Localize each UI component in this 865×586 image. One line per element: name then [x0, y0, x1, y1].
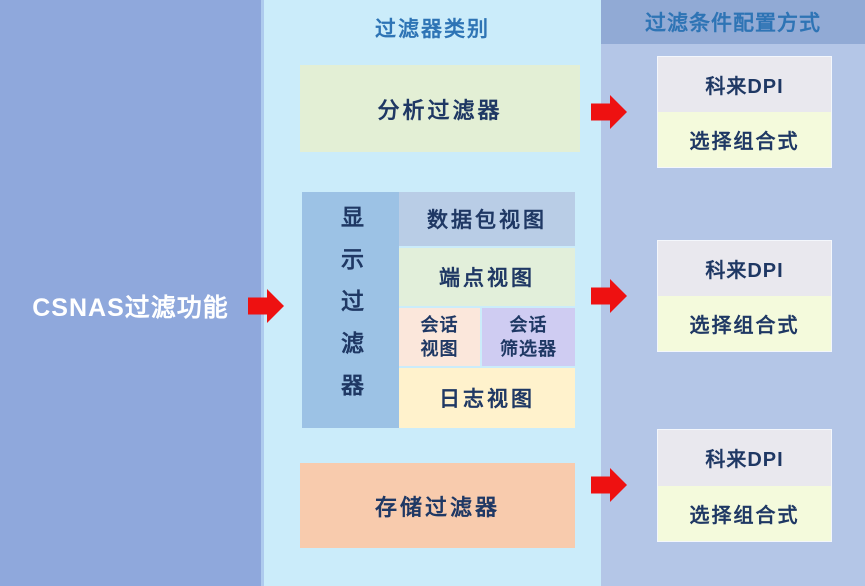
red-arrow-storage-icon	[591, 468, 627, 502]
filter-category-panel: 过滤器类别 分析过滤器 显示过滤器 数据包视图 端点视图 会话 视图 会话 筛选…	[264, 0, 601, 586]
display-filter-group: 显示过滤器 数据包视图 端点视图 会话 视图 会话 筛选器 日志视图	[302, 192, 575, 428]
endpoint-view-box: 端点视图	[399, 248, 575, 306]
combo-select-cell: 选择组合式	[658, 112, 831, 167]
config-box-storage: 科来DPI 选择组合式	[657, 429, 832, 542]
kelai-dpi-cell: 科来DPI	[658, 241, 831, 296]
session-view-box: 会话 视图	[399, 308, 480, 366]
display-filter-views: 数据包视图 端点视图 会话 视图 会话 筛选器 日志视图	[399, 192, 575, 428]
red-arrow-main-icon	[248, 289, 284, 323]
packet-view-box: 数据包视图	[399, 192, 575, 246]
red-arrow-analysis-icon	[591, 95, 627, 129]
filter-category-header: 过滤器类别	[375, 18, 490, 41]
combo-select-cell: 选择组合式	[658, 296, 831, 351]
kelai-dpi-cell: 科来DPI	[658, 430, 831, 486]
config-method-panel: 过滤条件配置方式 科来DPI 选择组合式 科来DPI 选择组合式 科来DPI 选…	[601, 0, 865, 586]
config-method-header: 过滤条件配置方式	[645, 12, 821, 35]
analysis-filter-box: 分析过滤器	[300, 65, 580, 152]
config-method-header-band: 过滤条件配置方式	[601, 0, 865, 44]
config-box-display: 科来DPI 选择组合式	[657, 240, 832, 352]
config-box-analysis: 科来DPI 选择组合式	[657, 56, 832, 168]
kelai-dpi-cell: 科来DPI	[658, 57, 831, 112]
combo-select-cell: 选择组合式	[658, 485, 831, 541]
log-view-box: 日志视图	[399, 368, 575, 428]
column-divider	[261, 0, 264, 586]
display-filter-label-box: 显示过滤器	[302, 192, 399, 428]
session-filter-box: 会话 筛选器	[482, 308, 575, 366]
left-panel: CSNAS过滤功能	[0, 0, 261, 586]
main-title: CSNAS过滤功能	[32, 294, 229, 322]
display-filter-vertical-label: 显示过滤器	[337, 205, 364, 415]
storage-filter-box: 存储过滤器	[300, 463, 575, 548]
red-arrow-display-icon	[591, 279, 627, 313]
session-row: 会话 视图 会话 筛选器	[399, 308, 575, 366]
